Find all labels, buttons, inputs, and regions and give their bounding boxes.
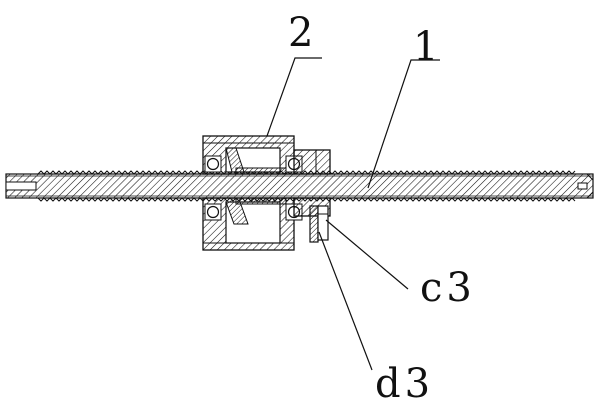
label-d3: d3 bbox=[375, 361, 434, 407]
inner-nut-sleeve-bottom bbox=[235, 197, 287, 205]
bearing-ball-lower-left bbox=[204, 203, 222, 221]
leader-line-d3 bbox=[318, 231, 373, 371]
label-housing: 2 bbox=[288, 10, 313, 56]
label-screw-shaft: 1 bbox=[413, 24, 438, 70]
leader-line-1 bbox=[367, 59, 440, 189]
shaft-left-end-slot bbox=[5, 181, 37, 191]
screw-shaft bbox=[5, 170, 594, 202]
shaft-right-end-hole bbox=[577, 182, 588, 190]
leader-line-2 bbox=[266, 57, 322, 137]
lock-nut-flange bbox=[293, 149, 331, 217]
leader-line-c3 bbox=[325, 219, 409, 290]
part-c3-ring bbox=[309, 205, 329, 243]
leader-lines bbox=[266, 57, 440, 371]
bearing-ball-upper-left bbox=[204, 155, 222, 173]
inner-nut-sleeve-top bbox=[235, 167, 287, 175]
nut-housing bbox=[202, 135, 331, 251]
label-c3: c3 bbox=[420, 265, 476, 311]
